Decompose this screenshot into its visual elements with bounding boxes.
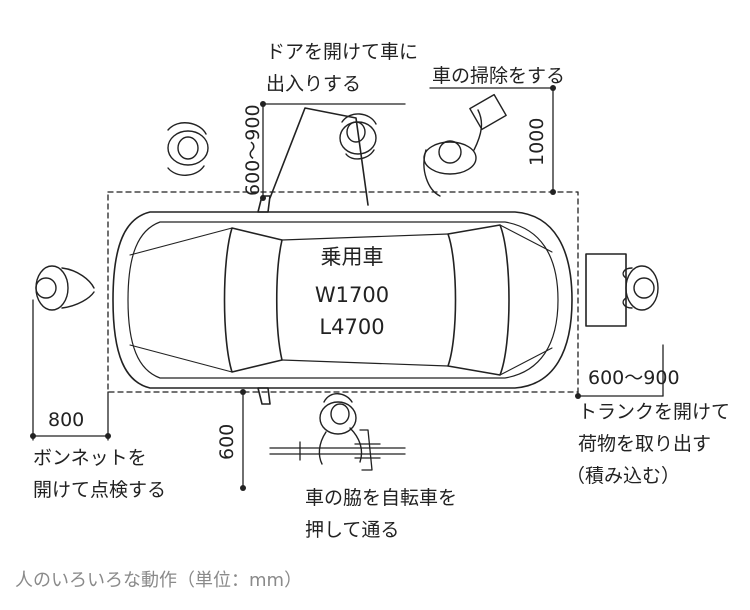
hood-label-line1: ボンネットを	[33, 447, 147, 469]
person-trunk	[622, 265, 659, 311]
person-door-left	[167, 122, 209, 176]
hood-dimension: 800	[48, 409, 85, 431]
trunk-label-line2: 荷物を取り出す	[578, 433, 712, 455]
person-hood	[35, 265, 95, 311]
clearance-envelope	[107, 191, 579, 393]
bicycle-label-line2: 押して通る	[305, 519, 400, 541]
dimension-dots	[30, 85, 581, 491]
cleaning-dimension: 1000	[526, 117, 548, 166]
bicycle	[269, 429, 406, 471]
car-name: 乗用車	[320, 245, 384, 269]
bicycle-label-line1: 車の脇を自転車を	[305, 487, 458, 509]
bicycle-dimension: 600	[216, 423, 238, 460]
open-door	[269, 107, 369, 206]
trunk-dimension: 600〜900	[588, 367, 680, 389]
cleaning-label: 車の掃除をする	[432, 65, 566, 87]
car-top-view	[112, 195, 573, 405]
door-label-line2: 出入りする	[266, 73, 362, 95]
trunk-label-line1: トランクを開けて	[578, 401, 731, 423]
door-dimension: 600〜900	[242, 104, 264, 196]
car-length: L4700	[319, 315, 385, 339]
figure-caption: 人のいろいろな動作（単位：mm）	[15, 570, 303, 591]
trunk-label-line3: （積み込む）	[566, 465, 681, 487]
car-width: W1700	[314, 283, 390, 307]
door-label-line1: ドアを開けて車に	[266, 41, 419, 63]
trunk-box	[585, 253, 627, 327]
hood-label-line2: 開けて点検する	[33, 479, 167, 501]
person-cleaning	[423, 93, 507, 197]
person-door-right	[339, 113, 377, 160]
